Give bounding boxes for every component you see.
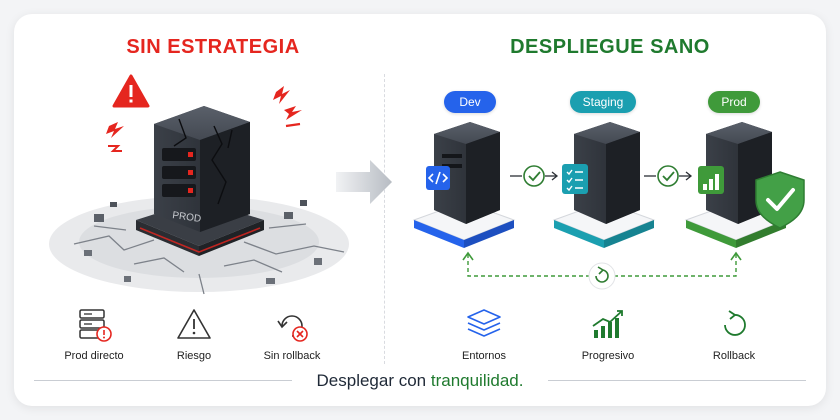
shield-check-icon (755, 171, 805, 229)
rollback-blocked-icon (277, 315, 308, 342)
transition-arrow-icon (336, 160, 392, 204)
stage-pill-dev: Dev (444, 91, 496, 113)
feature-sin-rollback: Sin rollback (232, 306, 352, 362)
prod-server-label: PROD (172, 210, 202, 225)
dev-server (412, 122, 516, 248)
feature-progresivo: Progresivo (548, 306, 668, 362)
feature-label: Sin rollback (263, 350, 321, 362)
left-title: SIN ESTRATEGIA (126, 36, 300, 58)
stage-pill-staging: Staging (570, 91, 636, 113)
footer-line-left (34, 380, 292, 381)
feature-riesgo: Riesgo (134, 306, 254, 362)
section-divider (384, 74, 385, 364)
feature-label: Prod directo (64, 350, 124, 362)
feature-label: Riesgo (176, 350, 212, 362)
feature-label: Entornos (461, 350, 507, 362)
stage-connector-1 (510, 165, 559, 187)
feature-prod-directo: Prod directo (34, 306, 154, 362)
feature-label: Rollback (712, 350, 756, 362)
layers-icon (467, 309, 501, 337)
progress-chart-icon (592, 310, 623, 338)
left-server (136, 106, 264, 256)
feature-rollback: Rollback (674, 306, 794, 362)
scene-illustration: PROD (49, 74, 805, 295)
staging-server (552, 122, 656, 248)
diagram-card: SIN ESTRATEGIA DESPLIEGUE SANO (14, 14, 826, 406)
rollback-icon (724, 310, 746, 336)
stage-pill-prod: Prod (708, 91, 760, 113)
warning-triangle-icon (177, 309, 211, 339)
stage-connector-2 (644, 165, 693, 187)
feature-label: Progresivo (581, 350, 635, 362)
feature-entornos: Entornos (424, 306, 544, 362)
footer-line-right (548, 380, 806, 381)
right-title: DESPLIEGUE SANO (510, 36, 710, 58)
rollback-loop (462, 251, 742, 290)
footer-tagline: Desplegar con tranquilidad. (14, 371, 826, 391)
spark-icons (106, 86, 302, 152)
server-alert-icon (79, 309, 112, 342)
footer-accent: tranquilidad. (430, 371, 524, 390)
warning-icon (112, 74, 150, 108)
footer-text: Desplegar con (316, 371, 431, 390)
